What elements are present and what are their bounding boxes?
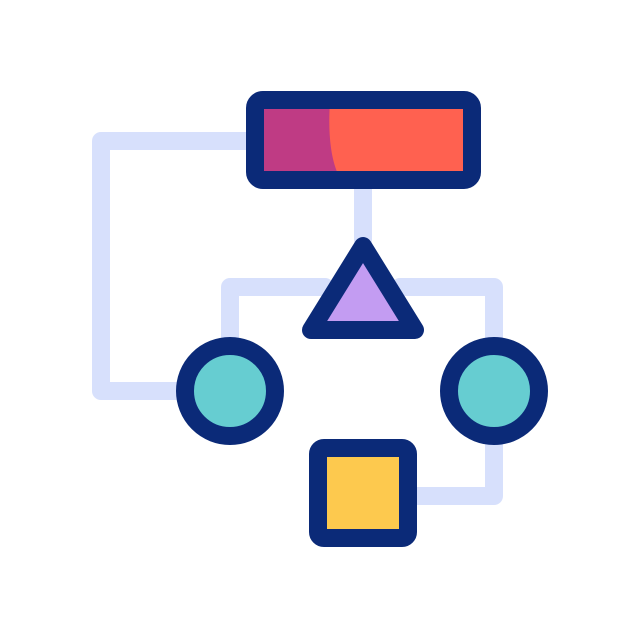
- process-box: [246, 91, 481, 189]
- connector-top-to-left-circle: [92, 132, 257, 400]
- process-box-fill-left: [262, 102, 340, 178]
- left-circle-shape: [176, 337, 284, 445]
- connector-triangle-to-right-circle: [391, 278, 503, 349]
- right-circle-shape: [440, 337, 548, 445]
- connector-right-circle-to-square: [409, 431, 503, 505]
- connector-lines: [92, 132, 503, 505]
- process-box-outline: [246, 91, 481, 189]
- terminal-square-shape: [309, 439, 417, 547]
- right-circle-node: [440, 337, 548, 445]
- decision-triangle-shape: [302, 237, 424, 339]
- decision-triangle: [302, 237, 424, 339]
- left-circle-node: [176, 337, 284, 445]
- connector-triangle-to-left-circle: [221, 278, 334, 349]
- terminal-square: [309, 439, 417, 547]
